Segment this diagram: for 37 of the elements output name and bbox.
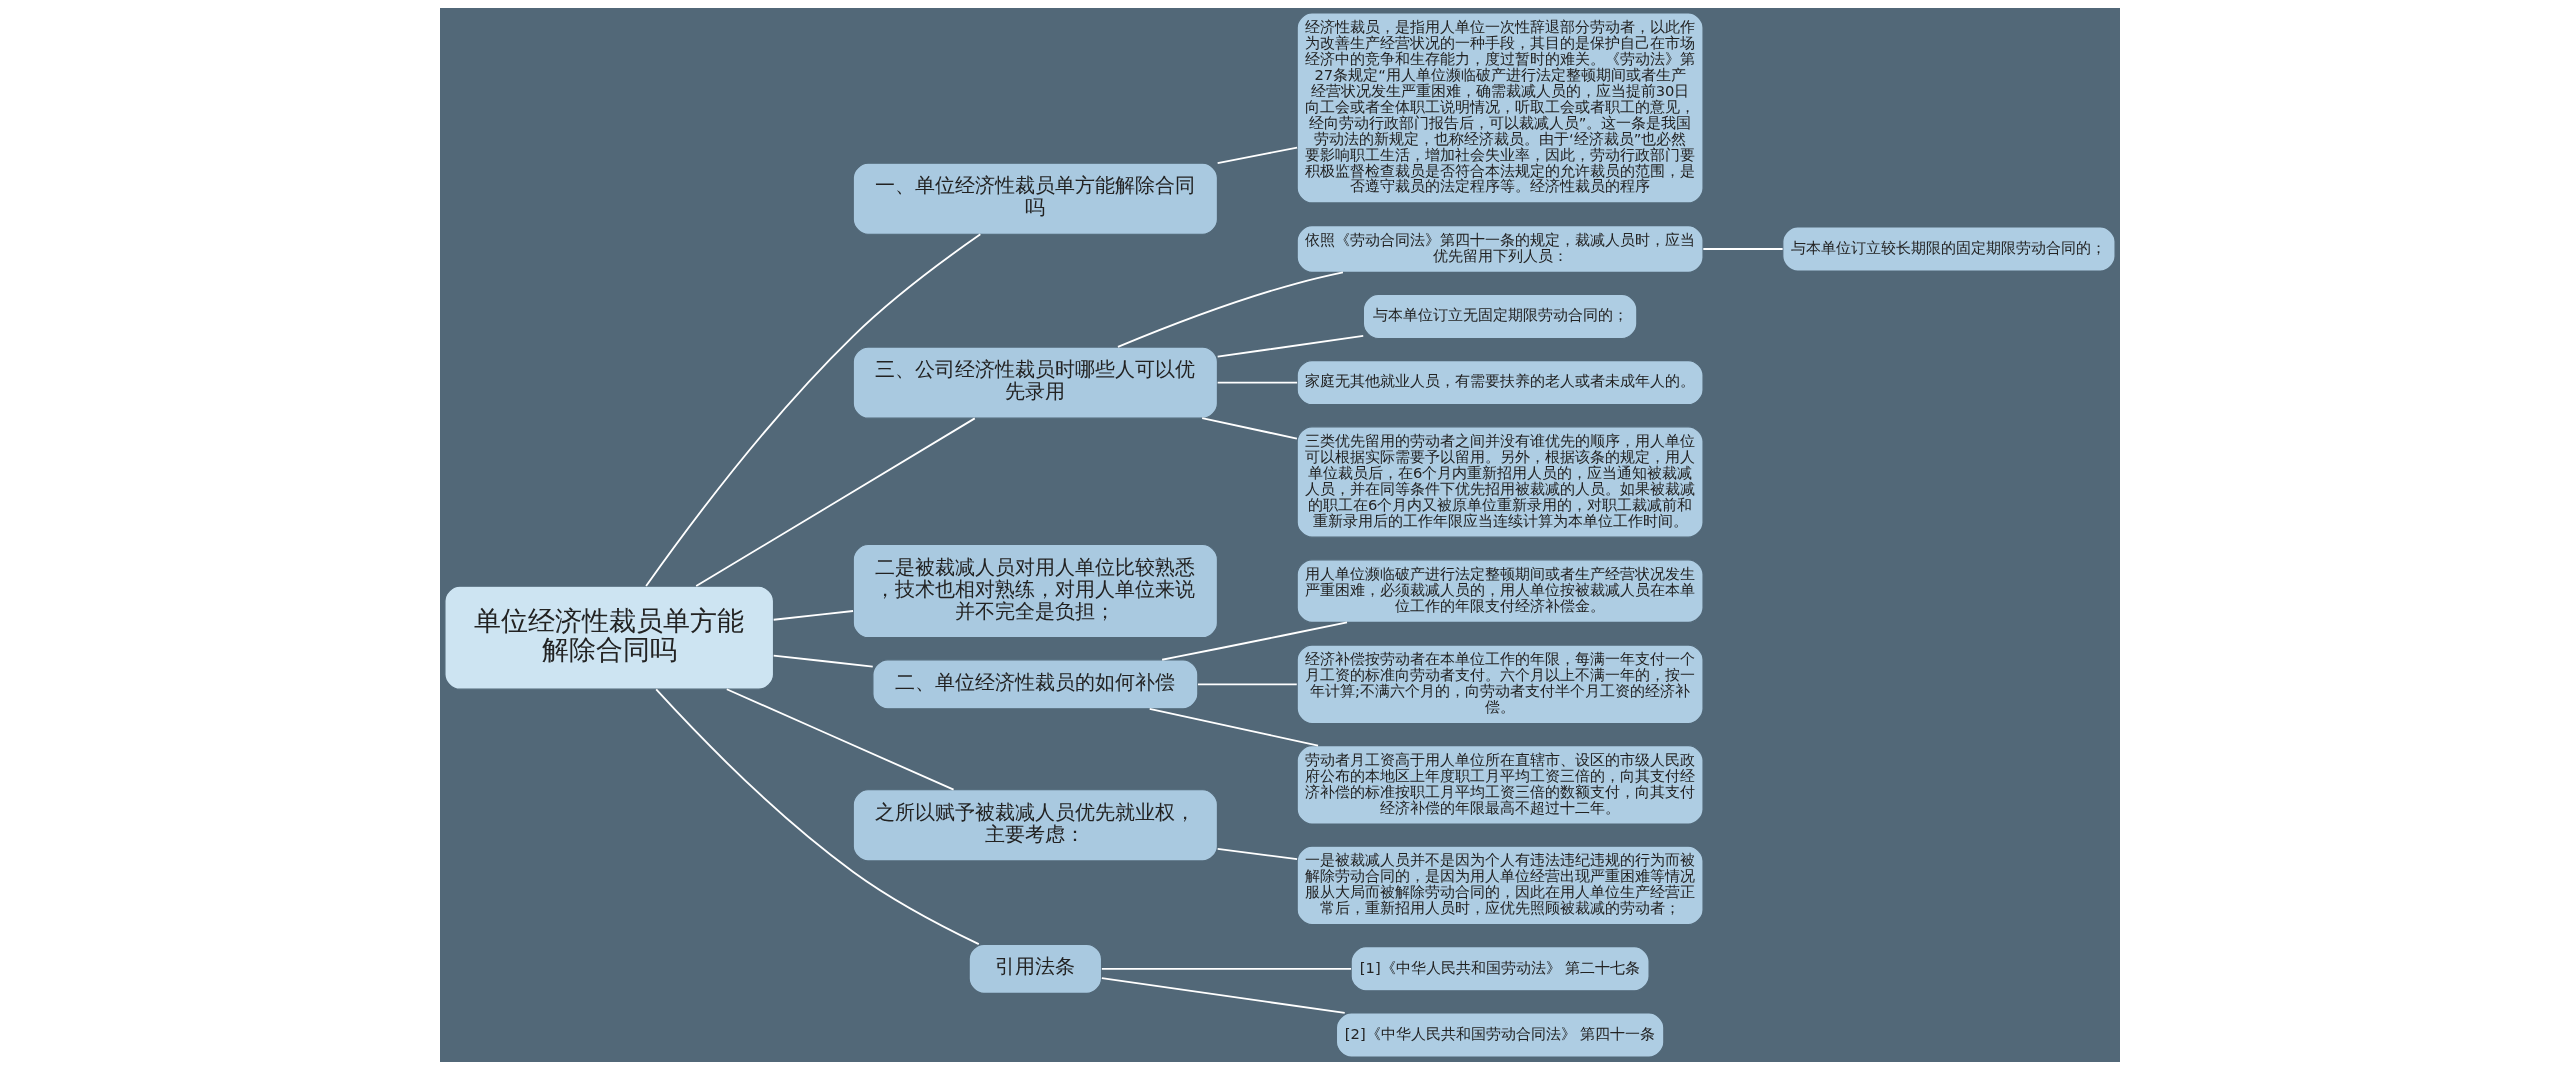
connector [655,688,980,945]
connector [1201,417,1298,440]
node-box: 一是被裁减人员并不是因为个人有违法违纪违规的行为而被解除劳动合同的，是因为用人单位经营出现严重困难等情况服从大局而被解除劳动合同的，因此在用人单位生产经营正常后，重新招用人员时，应优先照顾被裁减的劳动者； [1296,845,1704,926]
connector [1117,271,1344,348]
node-box: 二是被裁减人员对用人单位比较熟悉，技术也相对熟练，对用人单位来说并不完全是负担； [852,543,1219,639]
node-box: 三、公司经济性裁员时哪些人可以优先录用 [852,346,1219,419]
node-box: 一、单位经济性裁员单方能解除合同吗 [852,162,1219,235]
node-box: 用人单位濒临破产进行法定整顿期间或者生产经营状况发生严重困难，必须裁减人员的，用人单位按被裁减人员在本单位工作的年限支付经济补偿金。 [1296,559,1704,623]
node-box: 依照《劳动合同法》第四十一条的规定，裁减人员时，应当优先留用下列人员： [1296,225,1704,273]
connector [725,688,955,791]
node-box: 引用法条 [968,943,1103,994]
connector [1100,967,1352,970]
connector [645,233,982,587]
connector [772,610,854,621]
node-box: 之所以赋予被裁减人员优先就业权，主要考虑： [852,789,1219,862]
connector [1148,708,1319,747]
node-box: 二、单位经济性裁员的如何补偿 [872,659,1199,710]
node-box: 家庭无其他就业人员，有需要扶养的老人或者未成年人的。 [1296,359,1704,406]
node-box: 劳动者月工资高于用人单位所在直辖市、设区的市级人民政府公布的本地区上年度职工月平均工资三倍的，向其支付经济补偿的标准按职工月平均工资三倍的数额支付，向其支付经济补偿的年限最高不超过十二年。 [1296,745,1704,825]
node-box: 与本单位订立较长期限的固定期限劳动合同的； [1782,226,2116,272]
connector [1216,334,1365,358]
node-box: 与本单位订立无固定期限劳动合同的； [1362,293,1638,340]
connector [1161,621,1348,661]
connector [1197,683,1298,686]
connector [695,417,976,587]
connector [1216,381,1299,384]
node-box: 单位经济性裁员单方能解除合同吗 [444,585,775,690]
node-box: [2]《中华人民共和国劳动合同法》 第四十一条 [1335,1012,1665,1058]
connector [1216,847,1299,861]
node-box: [1]《中华人民共和国劳动法》 第二十七条 [1350,946,1650,992]
connector [1702,248,1784,250]
node-box: 经济补偿按劳动者在本单位工作的年限，每满一年支付一个月工资的标准向劳动者支付。六个月以上不满一年的，按一年计算;不满六个月的，向劳动者支付半个月工资的经济补偿。 [1296,644,1704,725]
connector [1216,146,1299,165]
connector [772,654,874,668]
connector [1100,977,1346,1014]
node-box: 三类优先留用的劳动者之间并没有谁优先的顺序，用人单位可以根据实际需要予以留用。另外，根据该条的规定，用人单位裁员后，在6个月内重新招用人员的，应当通知被裁减人员，并在同等条件下优先招用被裁减的人员。如果被裁减的职工在6个月内又被原单位重新录用的，对职工裁减前和重新录用后的工作年限应当连续计算为本单位工作时间。 [1296,426,1704,538]
node-box: 经济性裁员，是指用人单位一次性辞退部分劳动者，以此作为改善生产经营状况的一种手段，其目的是保护自己在市场经济中的竞争和生存能力，度过暂时的难关。《劳动法》第27条规定“用人单位濒临破产进行法定整顿期间或者生产经营状况发生严重困难，确需裁减人员的，应当提前30日向工会或者全体职工说明情况，听取工会或者职工的意见，经向劳动行政部门报告后，可以裁减人员”。这一条是我国劳动法的新规定，也称经济裁员。由于‘经济裁员”也必然要影响职工生活，增加社会失业率，因此，劳动行政部门要积极监督检查裁员是否符合本法规定的允许裁员的范围，是否遵守裁员的法定程序等。经济性裁员的程序 [1296,12,1704,204]
